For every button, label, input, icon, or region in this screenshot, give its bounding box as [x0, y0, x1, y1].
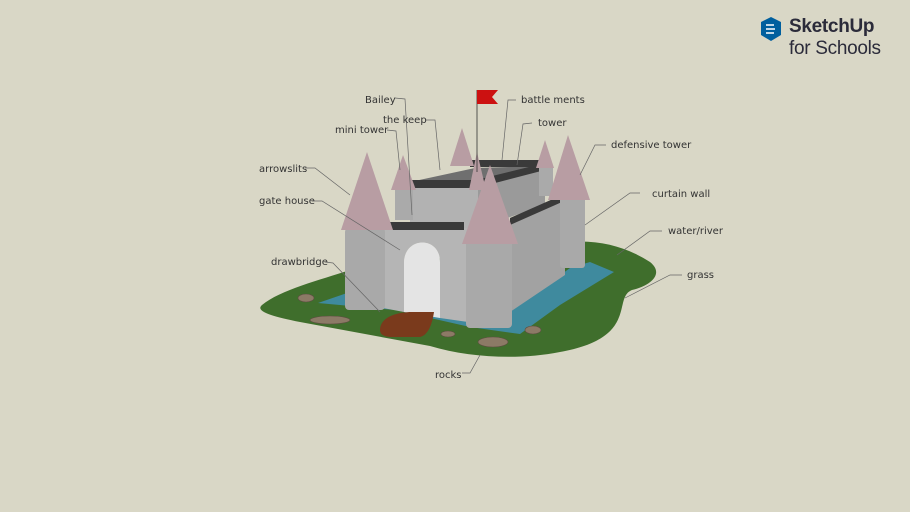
label-arrowslits: arrowslits [259, 164, 307, 175]
label-defensive-tower: defensive tower [611, 140, 692, 151]
keep-front [410, 185, 478, 228]
defensive-tower [548, 135, 590, 268]
sketchup-for-schools-logo: SketchUp for Schools [760, 16, 900, 62]
label-grass: grass [687, 270, 714, 281]
label-gate-house: gate house [259, 196, 315, 207]
label-mini-tower: mini tower [335, 125, 389, 136]
curtain-wall-battlements [510, 195, 562, 225]
label-curtain-wall: curtain wall [652, 189, 710, 200]
sketchup-logo-icon [761, 17, 781, 41]
left-tower [341, 152, 393, 310]
front-tower [462, 165, 518, 328]
mini-tower [391, 155, 416, 220]
label-the-keep: the keep [383, 115, 427, 126]
label-rocks: rocks [435, 370, 462, 381]
brand-name: SketchUp [789, 16, 875, 37]
label-drawbridge: drawbridge [271, 257, 328, 268]
flag-icon [477, 90, 498, 104]
mini-tower-center [469, 152, 486, 190]
leader-lines [305, 97, 682, 374]
drawbridge[interactable] [380, 312, 434, 337]
label-bailey: Bailey [365, 95, 396, 106]
rocks [297, 293, 542, 348]
label-battlements: battle ments [521, 95, 585, 106]
back-tower-right [536, 140, 554, 196]
brand-subtitle: for Schools [789, 38, 881, 59]
gate-arch-opening[interactable] [404, 242, 440, 319]
back-tower-left [450, 128, 474, 166]
gate-house-battlements [388, 222, 464, 230]
gate-house [383, 228, 468, 322]
label-water-river: water/river [668, 226, 724, 237]
label-tower: tower [538, 118, 567, 129]
water-moat [318, 262, 614, 334]
